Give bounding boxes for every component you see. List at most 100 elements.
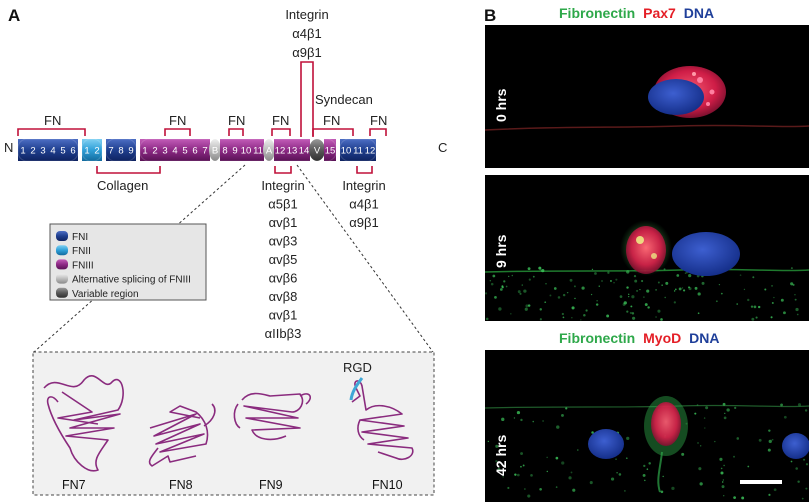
label-fn-5: FN	[323, 113, 340, 128]
intMid-item-6: αvβ8	[269, 289, 298, 304]
domain-17	[190, 139, 200, 161]
domain-1	[18, 139, 28, 161]
domain-label-11: 9	[128, 146, 133, 157]
bracket-integrin-top	[300, 61, 314, 137]
domain-7	[82, 139, 92, 161]
legend-label-3: FNIII	[72, 260, 94, 271]
domain-label-8: 2	[94, 146, 99, 157]
domain-11	[126, 139, 136, 161]
label-fn-2: FN	[169, 113, 186, 128]
time-42hrs: 42 hrs	[493, 435, 509, 476]
label-fn-1: FN	[44, 113, 61, 128]
domain-31	[352, 139, 364, 161]
domain-9	[106, 139, 116, 161]
domain-label-29: 15	[325, 146, 336, 157]
domain-27	[298, 139, 310, 161]
domain-label-32: 12	[365, 146, 376, 157]
domain-label-18: 7	[202, 146, 207, 157]
bracket-fn-6	[369, 128, 387, 136]
domain-label-19: B	[212, 146, 218, 157]
integrin-mid-list: Integrinα5β1αvβ1αvβ3αvβ5αvβ6αvβ8αvβ1αIIb…	[261, 178, 304, 341]
rgd-loop	[349, 377, 364, 401]
domain-22	[240, 139, 252, 161]
fn8-label: FN8	[169, 478, 193, 492]
micrograph-42hrs: 42 hrs	[484, 350, 809, 502]
bracket-fn-5	[312, 128, 354, 136]
micrograph-header-1: Fibronectin Pax7 DNA	[559, 5, 714, 21]
domain-19	[209, 139, 221, 161]
integrin-right-list: Integrin α4β1 α9β1	[342, 178, 385, 230]
label-fn-4: FN	[272, 113, 289, 128]
domain-25	[274, 139, 286, 161]
domain-label-25: 12	[275, 146, 286, 157]
scale-bar	[740, 480, 782, 484]
domain-label-13: 2	[152, 146, 157, 157]
intRight-item-2: α9β1	[349, 215, 378, 230]
rgd-label: RGD	[343, 360, 372, 375]
domain-26	[286, 139, 298, 161]
intMid-item-5: αvβ6	[269, 271, 298, 286]
c-terminus-label: C	[438, 140, 447, 155]
domain-3	[38, 139, 48, 161]
domain-16	[180, 139, 190, 161]
domain-label-6: 6	[70, 146, 75, 157]
header2-fibronectin: Fibronectin	[559, 330, 635, 346]
domain-30	[340, 139, 352, 161]
panel-b-label: B	[484, 6, 496, 25]
binding-brackets	[17, 61, 387, 174]
domain-8	[92, 139, 102, 161]
domain-label-16: 5	[182, 146, 187, 157]
domain-29	[324, 139, 336, 161]
legend-swatch-5	[56, 287, 68, 298]
label-fn-3: FN	[228, 113, 245, 128]
legend-swatch-1	[56, 231, 68, 241]
domain-24	[263, 139, 275, 161]
domain-13	[150, 139, 160, 161]
micrograph-header-2: Fibronectin MyoD DNA	[559, 330, 719, 346]
bracket-fn-3	[228, 128, 244, 136]
micrograph-0hrs: 0 hrs	[484, 25, 809, 168]
intMid-item-2: αvβ1	[269, 215, 298, 230]
intMid-item-3: αvβ3	[269, 234, 298, 249]
domain-label-17: 6	[192, 146, 197, 157]
intRight-title: Integrin	[342, 178, 385, 193]
domain-label-15: 4	[172, 146, 177, 157]
domain-label-24: A	[266, 146, 273, 157]
label-fn-6: FN	[370, 113, 387, 128]
bracket-fn-4	[271, 128, 291, 136]
domain-label-1: 1	[20, 146, 25, 157]
domain-6	[68, 139, 78, 161]
intRight-item-1: α4β1	[349, 197, 378, 212]
domain-label-5: 5	[60, 146, 65, 157]
micrograph-9hrs: 9 hrs	[484, 175, 809, 321]
domain-28	[309, 139, 325, 161]
header2-dna: DNA	[689, 330, 719, 346]
domain-10	[116, 139, 126, 161]
legend-label-1: FNI	[72, 232, 88, 243]
header1-pax7: Pax7	[643, 5, 676, 21]
collagen-label: Collagen	[97, 178, 148, 193]
domain-label-23: 11	[253, 146, 263, 157]
domain-20	[220, 139, 230, 161]
panel-a-label: A	[8, 6, 20, 25]
domain-5	[58, 139, 68, 161]
domain-label-7: 1	[84, 146, 89, 157]
fn7-label: FN7	[62, 478, 86, 492]
intMid-title: Integrin	[261, 178, 304, 193]
header1-fibronectin: Fibronectin	[559, 5, 635, 21]
intMid-item-7: αvβ1	[269, 308, 298, 323]
domain-label-14: 3	[162, 146, 167, 157]
domain-label-22: 10	[241, 146, 252, 157]
bracket-integrin-mid	[274, 166, 292, 174]
domain-label-10: 8	[118, 146, 123, 157]
header1-dna: DNA	[684, 5, 714, 21]
domain-label-9: 7	[108, 146, 113, 157]
domain-label-4: 4	[50, 146, 55, 157]
legend-swatch-3	[56, 259, 68, 270]
domain-label-21: 9	[232, 146, 237, 157]
